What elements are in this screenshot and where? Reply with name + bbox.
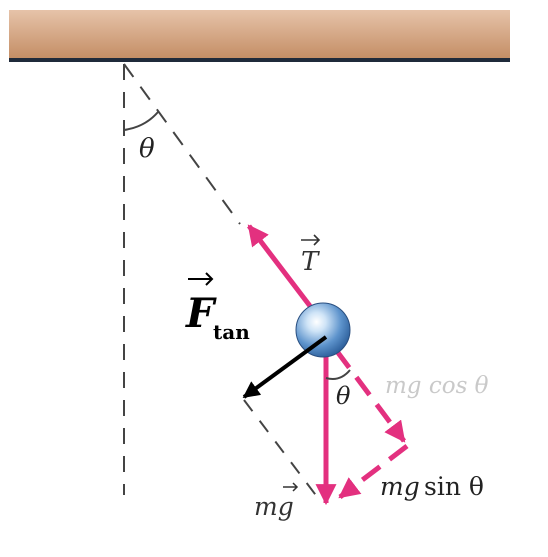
tangential-force-label: F tan: [185, 272, 250, 344]
theta-arc-top: [123, 111, 159, 131]
mg-cos-label: mg cos θ: [385, 373, 489, 399]
theta-arc-bottom: [325, 369, 351, 380]
svg-text:T: T: [301, 247, 320, 277]
svg-text:sin θ: sin θ: [424, 472, 484, 501]
tangent-dashed-line: [243, 399, 319, 499]
tension-label: T: [301, 234, 321, 277]
ceiling-block-icon: [9, 10, 510, 62]
tangential-force-arrow: [242, 335, 328, 399]
svg-text:F: F: [185, 290, 217, 337]
tension-arrow: [247, 224, 312, 308]
string-line: [123, 63, 241, 225]
svg-text:mg: mg: [380, 472, 420, 501]
mg-sin-component: [338, 444, 409, 499]
pendulum-bob-icon: [295, 302, 351, 358]
svg-text:mg: mg: [254, 492, 294, 521]
mg-cos-component: [333, 348, 407, 443]
theta-top-label: θ: [139, 134, 155, 164]
svg-text:tan: tan: [213, 320, 250, 344]
theta-bottom-label: θ: [336, 382, 351, 410]
weight-label: mg: [254, 482, 299, 521]
mg-sin-label: mg sin θ: [380, 472, 484, 501]
